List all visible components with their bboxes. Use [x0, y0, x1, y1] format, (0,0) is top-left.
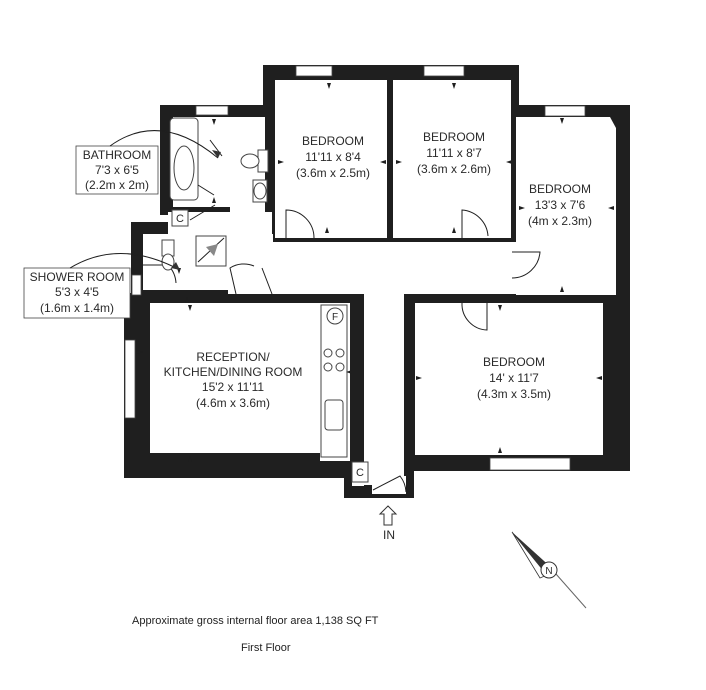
- room-label-bedroom-2: BEDROOM 11'11 x 8'7 (3.6m x 2.6m): [417, 130, 491, 176]
- entrance-arrow-icon: IN: [378, 505, 398, 542]
- room-name: SHOWER ROOM: [30, 270, 125, 284]
- room-label-reception: RECEPTION/ KITCHEN/DINING ROOM 15'2 x 11…: [164, 350, 303, 410]
- cupboard-symbol-bathroom: C: [176, 213, 184, 225]
- room-label-bedroom-3: BEDROOM 13'3 x 7'6 (4m x 2.3m): [528, 182, 592, 228]
- room-name: BEDROOM: [302, 134, 364, 148]
- room-label-bedroom-1: BEDROOM 11'11 x 8'4 (3.6m x 2.5m): [296, 134, 370, 180]
- room-imperial: 13'3 x 7'6: [535, 198, 586, 212]
- doors: [140, 204, 541, 493]
- room-imperial: 7'3 x 6'5: [95, 163, 139, 177]
- room-metric: (2.2m x 2m): [85, 178, 149, 192]
- room-imperial: 14' x 11'7: [489, 371, 539, 385]
- room-interiors: [143, 80, 616, 494]
- room-imperial: 15'2 x 11'11: [202, 380, 265, 394]
- room-metric: (1.6m x 1.4m): [40, 301, 114, 315]
- floor-area-text: Approximate gross internal floor area 1,…: [132, 615, 379, 627]
- fridge-symbol: F: [332, 312, 338, 323]
- room-metric: (4.6m x 3.6m): [196, 396, 270, 410]
- bathroom-callout: BATHROOM 7'3 x 6'5 (2.2m x 2m): [75, 130, 221, 195]
- room-name: BATHROOM: [83, 148, 151, 162]
- kitchen-fixtures: F: [320, 304, 348, 458]
- shower-room-callout: SHOWER ROOM 5'3 x 4'5 (1.6m x 1.4m): [23, 253, 181, 319]
- room-name: BEDROOM: [483, 355, 545, 369]
- entrance-label: IN: [383, 528, 395, 542]
- windows: [124, 65, 586, 471]
- north-label: N: [545, 566, 552, 577]
- room-metric: (4.3m x 3.5m): [477, 387, 551, 401]
- dimension-markers: [137, 83, 614, 462]
- room-imperial: 11'11 x 8'7: [426, 146, 482, 160]
- room-name: BEDROOM: [529, 182, 591, 196]
- room-name: BEDROOM: [423, 130, 485, 144]
- room-metric: (3.6m x 2.6m): [417, 162, 491, 176]
- north-compass-icon: N: [511, 531, 587, 609]
- shower-fixtures: [161, 235, 227, 271]
- bathroom-fixtures: [169, 117, 269, 203]
- room-metric: (3.6m x 2.5m): [296, 166, 370, 180]
- room-imperial: 5'3 x 4'5: [55, 285, 99, 299]
- cupboard-symbol-hall: C: [356, 467, 364, 479]
- cupboards: C C: [171, 209, 369, 483]
- room-name-line2: KITCHEN/DINING ROOM: [164, 365, 303, 379]
- room-imperial: 11'11 x 8'4: [305, 150, 361, 164]
- floor-level-text: First Floor: [241, 642, 291, 654]
- room-metric: (4m x 2.3m): [528, 214, 592, 228]
- room-label-bedroom-4: BEDROOM 14' x 11'7 (4.3m x 3.5m): [477, 355, 551, 401]
- room-name-line1: RECEPTION/: [196, 350, 270, 364]
